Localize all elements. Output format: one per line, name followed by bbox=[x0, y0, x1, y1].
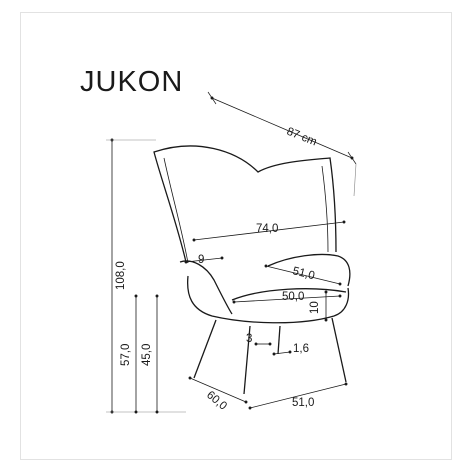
label-base-depth: 60,0 bbox=[204, 389, 229, 413]
dimension-lines bbox=[106, 91, 357, 414]
label-height-total: 108,0 bbox=[115, 261, 127, 290]
label-headrest-depth: 9 bbox=[198, 254, 204, 266]
chair-back bbox=[153, 145, 337, 263]
back-width-line bbox=[192, 220, 346, 242]
seat-front bbox=[186, 275, 350, 324]
chair-outline bbox=[153, 145, 351, 395]
leg-front-right bbox=[331, 317, 347, 383]
label-cushion-thickness: 10 bbox=[309, 301, 321, 314]
label-seat-height: 45,0 bbox=[141, 344, 153, 366]
label-depth-total: 87 cm bbox=[285, 126, 319, 149]
label-seat-width: 50,0 bbox=[282, 291, 304, 303]
product-title: JUKON bbox=[80, 66, 184, 98]
seat-width-line bbox=[232, 294, 342, 304]
headrest-depth-line bbox=[184, 256, 224, 264]
base-width-line bbox=[248, 382, 348, 410]
label-arm-depth: 51,0 bbox=[291, 265, 316, 282]
right-armrest bbox=[267, 253, 351, 287]
label-leg-b: 1,6 bbox=[293, 343, 309, 355]
arm-depth-line bbox=[264, 264, 342, 286]
label-armrest-height: 57,0 bbox=[120, 344, 132, 366]
leg-b-line bbox=[272, 350, 292, 356]
leg-back-right bbox=[277, 325, 281, 355]
chair-back-inner-right bbox=[321, 165, 329, 253]
label-back-width: 74,0 bbox=[256, 223, 278, 235]
chair-back-inner bbox=[163, 157, 189, 264]
label-leg-a: 3 bbox=[246, 333, 252, 345]
drawing-frame bbox=[20, 12, 452, 460]
depth-total-line bbox=[210, 96, 354, 160]
label-base-width: 51,0 bbox=[292, 397, 314, 409]
leg-front-left bbox=[193, 319, 217, 379]
base-depth-line bbox=[188, 376, 248, 404]
